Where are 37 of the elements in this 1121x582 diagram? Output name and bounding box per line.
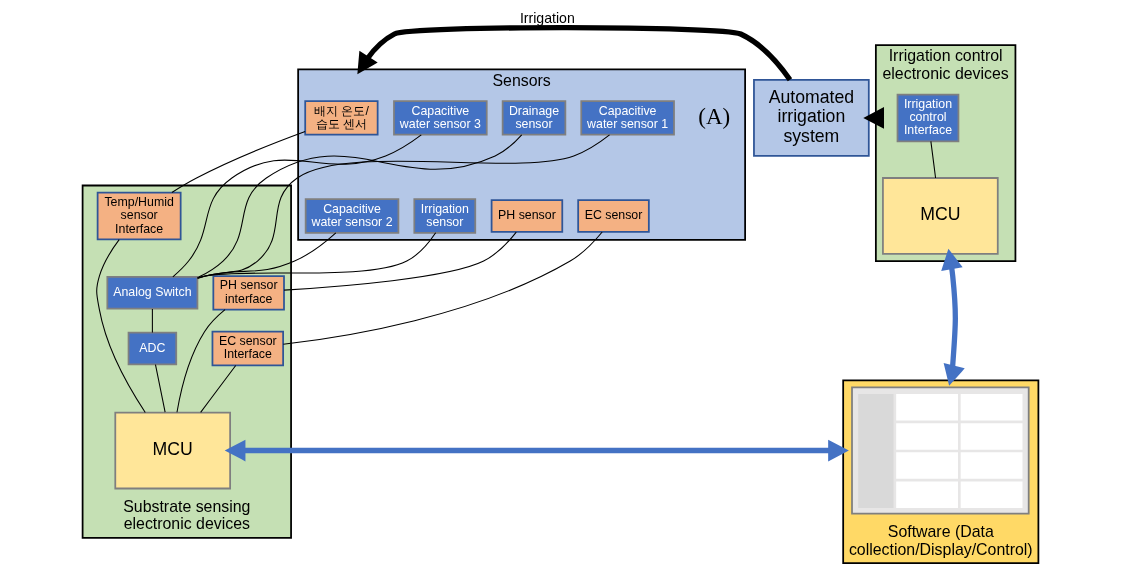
arrow <box>224 439 849 462</box>
node-box: EC sensor <box>577 199 650 233</box>
connector <box>151 308 153 333</box>
connector <box>930 140 937 179</box>
connector <box>200 364 237 413</box>
node-box: Capacitive water sensor 1 <box>580 100 675 136</box>
arrow <box>863 107 884 129</box>
node-box: PH sensor <box>490 199 564 233</box>
node-box: Irrigation control Interface <box>896 93 960 143</box>
arrow <box>357 25 793 82</box>
connector <box>96 239 146 413</box>
connector <box>282 231 603 345</box>
connector <box>197 134 523 279</box>
node-box: Capacitive water sensor 2 <box>304 198 400 234</box>
connector <box>196 134 611 279</box>
edge-label: Irrigation <box>519 10 575 27</box>
connector <box>176 309 226 413</box>
node-box: PH sensor interface <box>212 275 285 311</box>
connector <box>283 231 517 291</box>
cluster: Software (Data collection/Display/Control) <box>842 379 1040 565</box>
connector <box>197 232 437 279</box>
node-box: Capacitive water sensor 3 <box>393 100 488 136</box>
node-picture <box>851 386 1030 515</box>
connector <box>172 134 422 278</box>
label: (A) <box>698 103 731 129</box>
node-box: EC sensor Interface <box>211 330 284 367</box>
connector <box>154 364 166 413</box>
node-box: Analog Switch <box>106 276 199 310</box>
node-box: MCU <box>114 411 231 490</box>
node-box: Automated irrigation system <box>753 79 870 157</box>
node-box: 배지 온도/ 습도 센서 <box>304 100 379 136</box>
node-box: Drainage sensor <box>501 100 567 136</box>
node-box: Irrigation sensor <box>413 198 477 234</box>
node-box: ADC <box>127 331 178 366</box>
node-box: Temp/Humid sensor Interface <box>96 191 182 241</box>
arrow <box>941 248 965 386</box>
node-box: MCU <box>882 177 999 255</box>
